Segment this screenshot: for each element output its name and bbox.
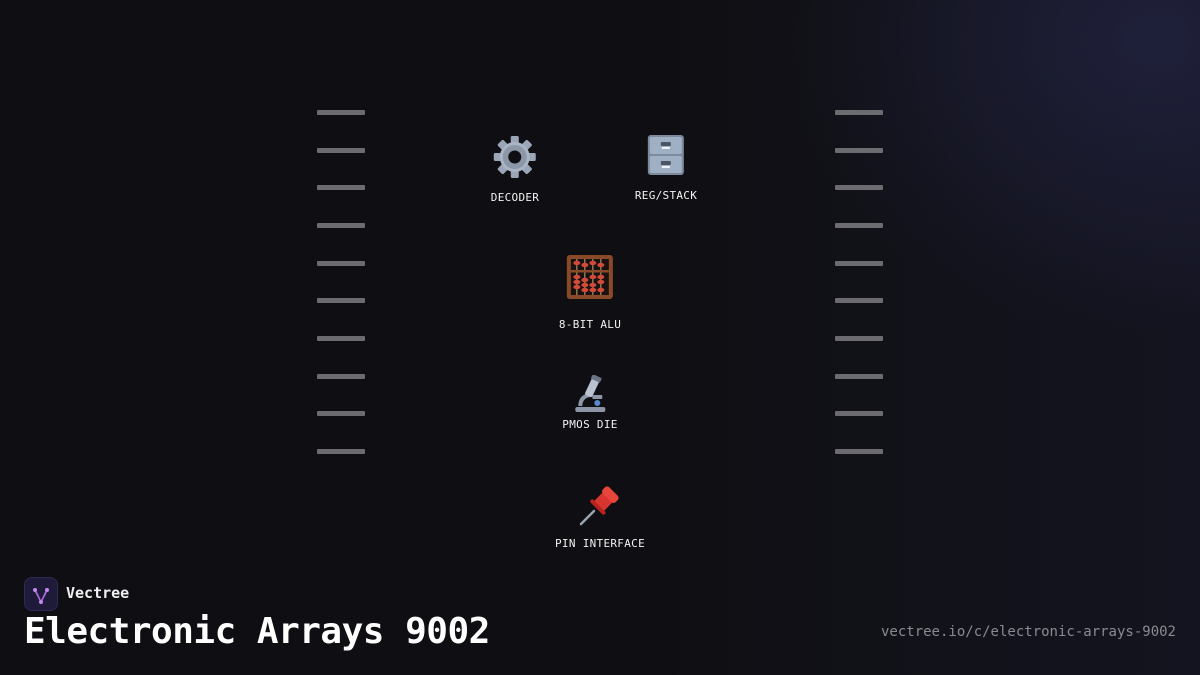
pin [317,148,365,153]
block-label: 8-BIT ALU [558,318,622,331]
pin [835,449,883,454]
decoder-block[interactable]: DECODER [491,134,539,204]
pin [835,298,883,303]
pin [835,185,883,190]
reg-stack-block[interactable]: REG/STACK [635,134,697,202]
pin [835,374,883,379]
pin [317,223,365,228]
pin [835,148,883,153]
brand-name[interactable]: Vectree [66,584,130,602]
block-label: PIN INTERFACE [555,537,645,550]
gear-icon [492,134,538,183]
block-label: REG/STACK [634,189,698,202]
pin [317,261,365,266]
microscope-icon [571,374,609,416]
left-pin-column [317,0,365,675]
pin [317,374,365,379]
pin-interface-block[interactable]: PIN INTERFACE [555,482,645,550]
page-title: Electronic Arrays 9002 [24,611,490,652]
pin [317,336,365,341]
right-pin-column [835,0,883,675]
alu-block[interactable]: 8-BIT ALU [559,254,621,331]
pin [835,336,883,341]
block-label: DECODER [490,191,540,204]
pin [317,411,365,416]
file-cabinet-icon [647,134,685,179]
abacus-icon [566,254,614,303]
pin [317,185,365,190]
pushpin-icon [577,482,623,531]
block-label: PMOS DIE [562,418,618,431]
pmos-die-block[interactable]: PMOS DIE [562,374,618,431]
vectree-logo-icon[interactable] [24,577,58,611]
pin [317,110,365,115]
pin [835,110,883,115]
pin [317,449,365,454]
page-url[interactable]: vectree.io/c/electronic-arrays-9002 [880,624,1176,640]
pin [835,411,883,416]
pin [835,223,883,228]
pin [317,298,365,303]
pin [835,261,883,266]
